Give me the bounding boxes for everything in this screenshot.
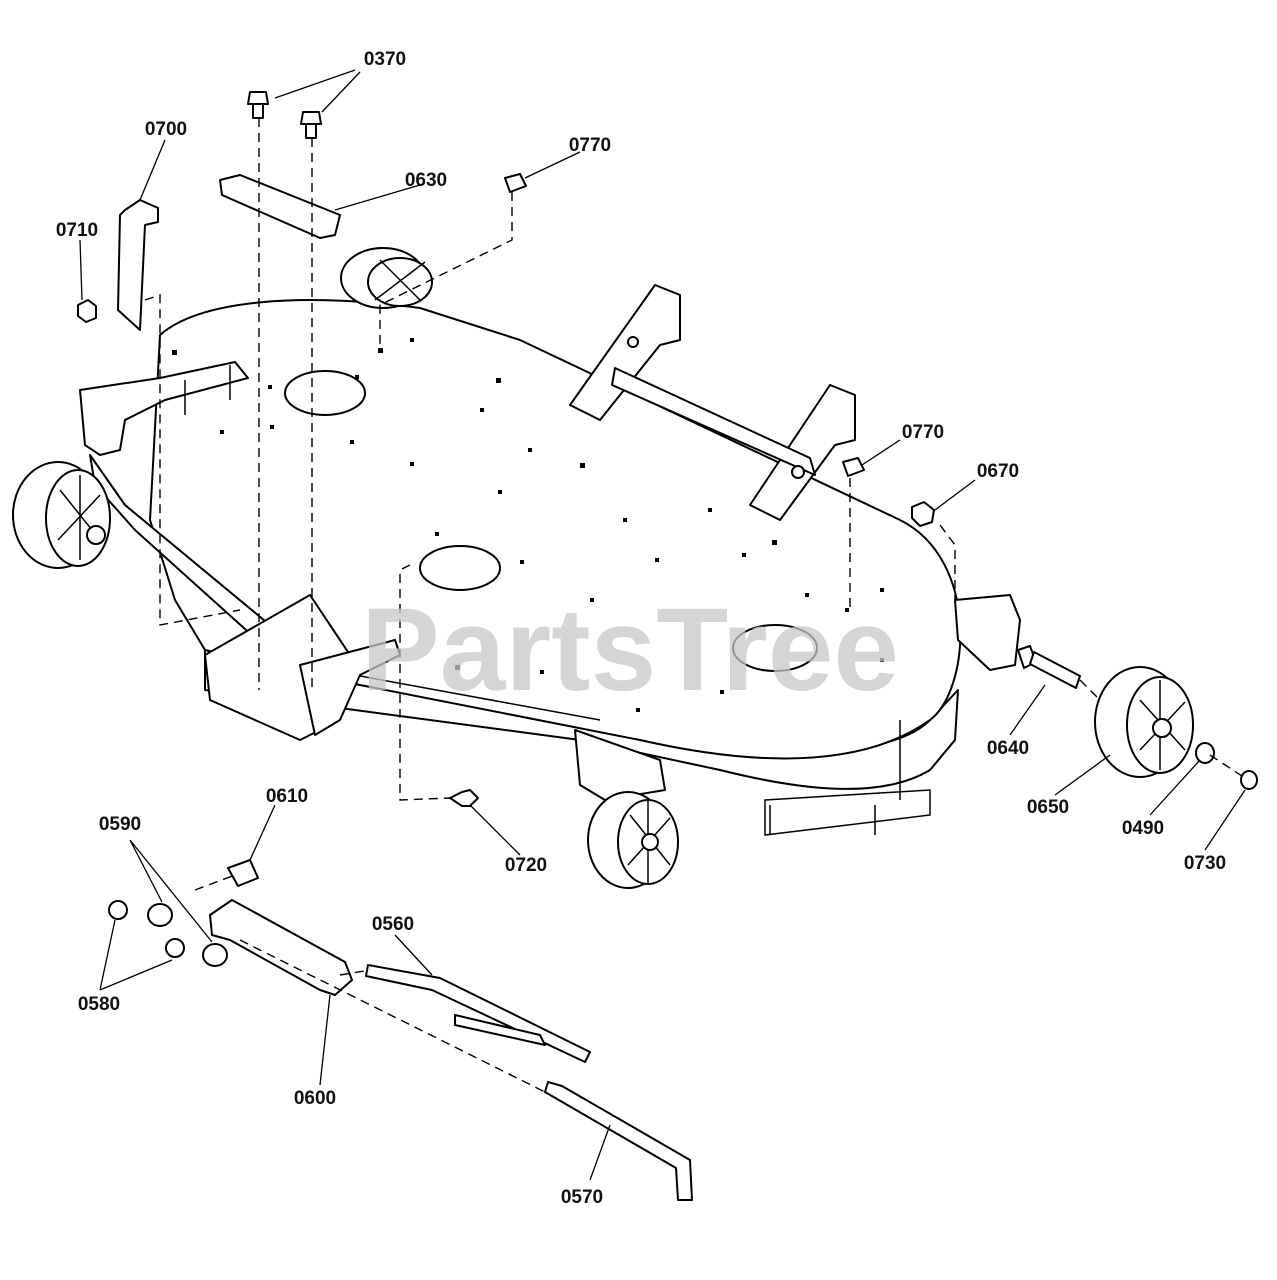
rod-0570 [544,1081,693,1201]
bolt-0720 [449,789,479,807]
nut-0710 [77,299,97,323]
callout-0670: 0670 [977,461,1019,482]
callout-0590: 0590 [99,814,141,835]
rear-hitch-brackets [569,284,856,521]
arm-0600 [209,899,353,996]
clip-0610 [227,859,259,887]
bushing-0580-a [108,900,128,920]
bolt-0370-b [300,111,322,139]
callout-0610: 0610 [266,786,308,807]
bushing-0590-b [202,943,228,967]
ring-0730 [1240,770,1258,790]
washer-0490 [1195,742,1215,764]
bracket-0700 [117,199,159,331]
callout-0370: 0370 [364,49,406,70]
plate-0630 [219,174,341,239]
leader-lines [79,69,1246,1181]
axle-bolt-0640 [1017,645,1081,689]
rod-0560 [365,964,591,1063]
callout-0710: 0710 [56,220,98,241]
callout-0570: 0570 [561,1187,603,1208]
cap-0770-b [842,457,865,477]
bushing-0590-a [147,903,173,927]
callout-0770-a: 0770 [569,135,611,156]
wheel-front-center [587,791,679,889]
front-frame [79,361,1021,801]
callout-0650: 0650 [1027,797,1069,818]
mower-deck [149,299,962,836]
wheel-left [12,461,111,569]
callout-0560: 0560 [372,914,414,935]
callout-0490: 0490 [1122,818,1164,839]
callout-0640: 0640 [987,738,1029,759]
callout-0580: 0580 [78,994,120,1015]
wheel-rear [340,247,433,309]
bushing-0580-b [165,938,185,958]
callout-labels: 0370 0700 0630 0770 0710 0770 0670 0640 … [56,49,1226,1208]
callout-0630: 0630 [405,170,447,191]
wheel-0650 [1094,666,1194,778]
installation-lines [144,118,1246,1093]
nut-0670 [911,501,935,527]
deck-holes [172,338,884,712]
callout-0730: 0730 [1184,853,1226,874]
bolt-0370-a [247,91,269,119]
callout-0720: 0720 [505,855,547,876]
callout-0770-b: 0770 [902,422,944,443]
cap-0770-a [504,173,527,193]
callout-0600: 0600 [294,1088,336,1109]
callout-0700: 0700 [145,119,187,140]
watermark: PartsTree [361,584,899,716]
